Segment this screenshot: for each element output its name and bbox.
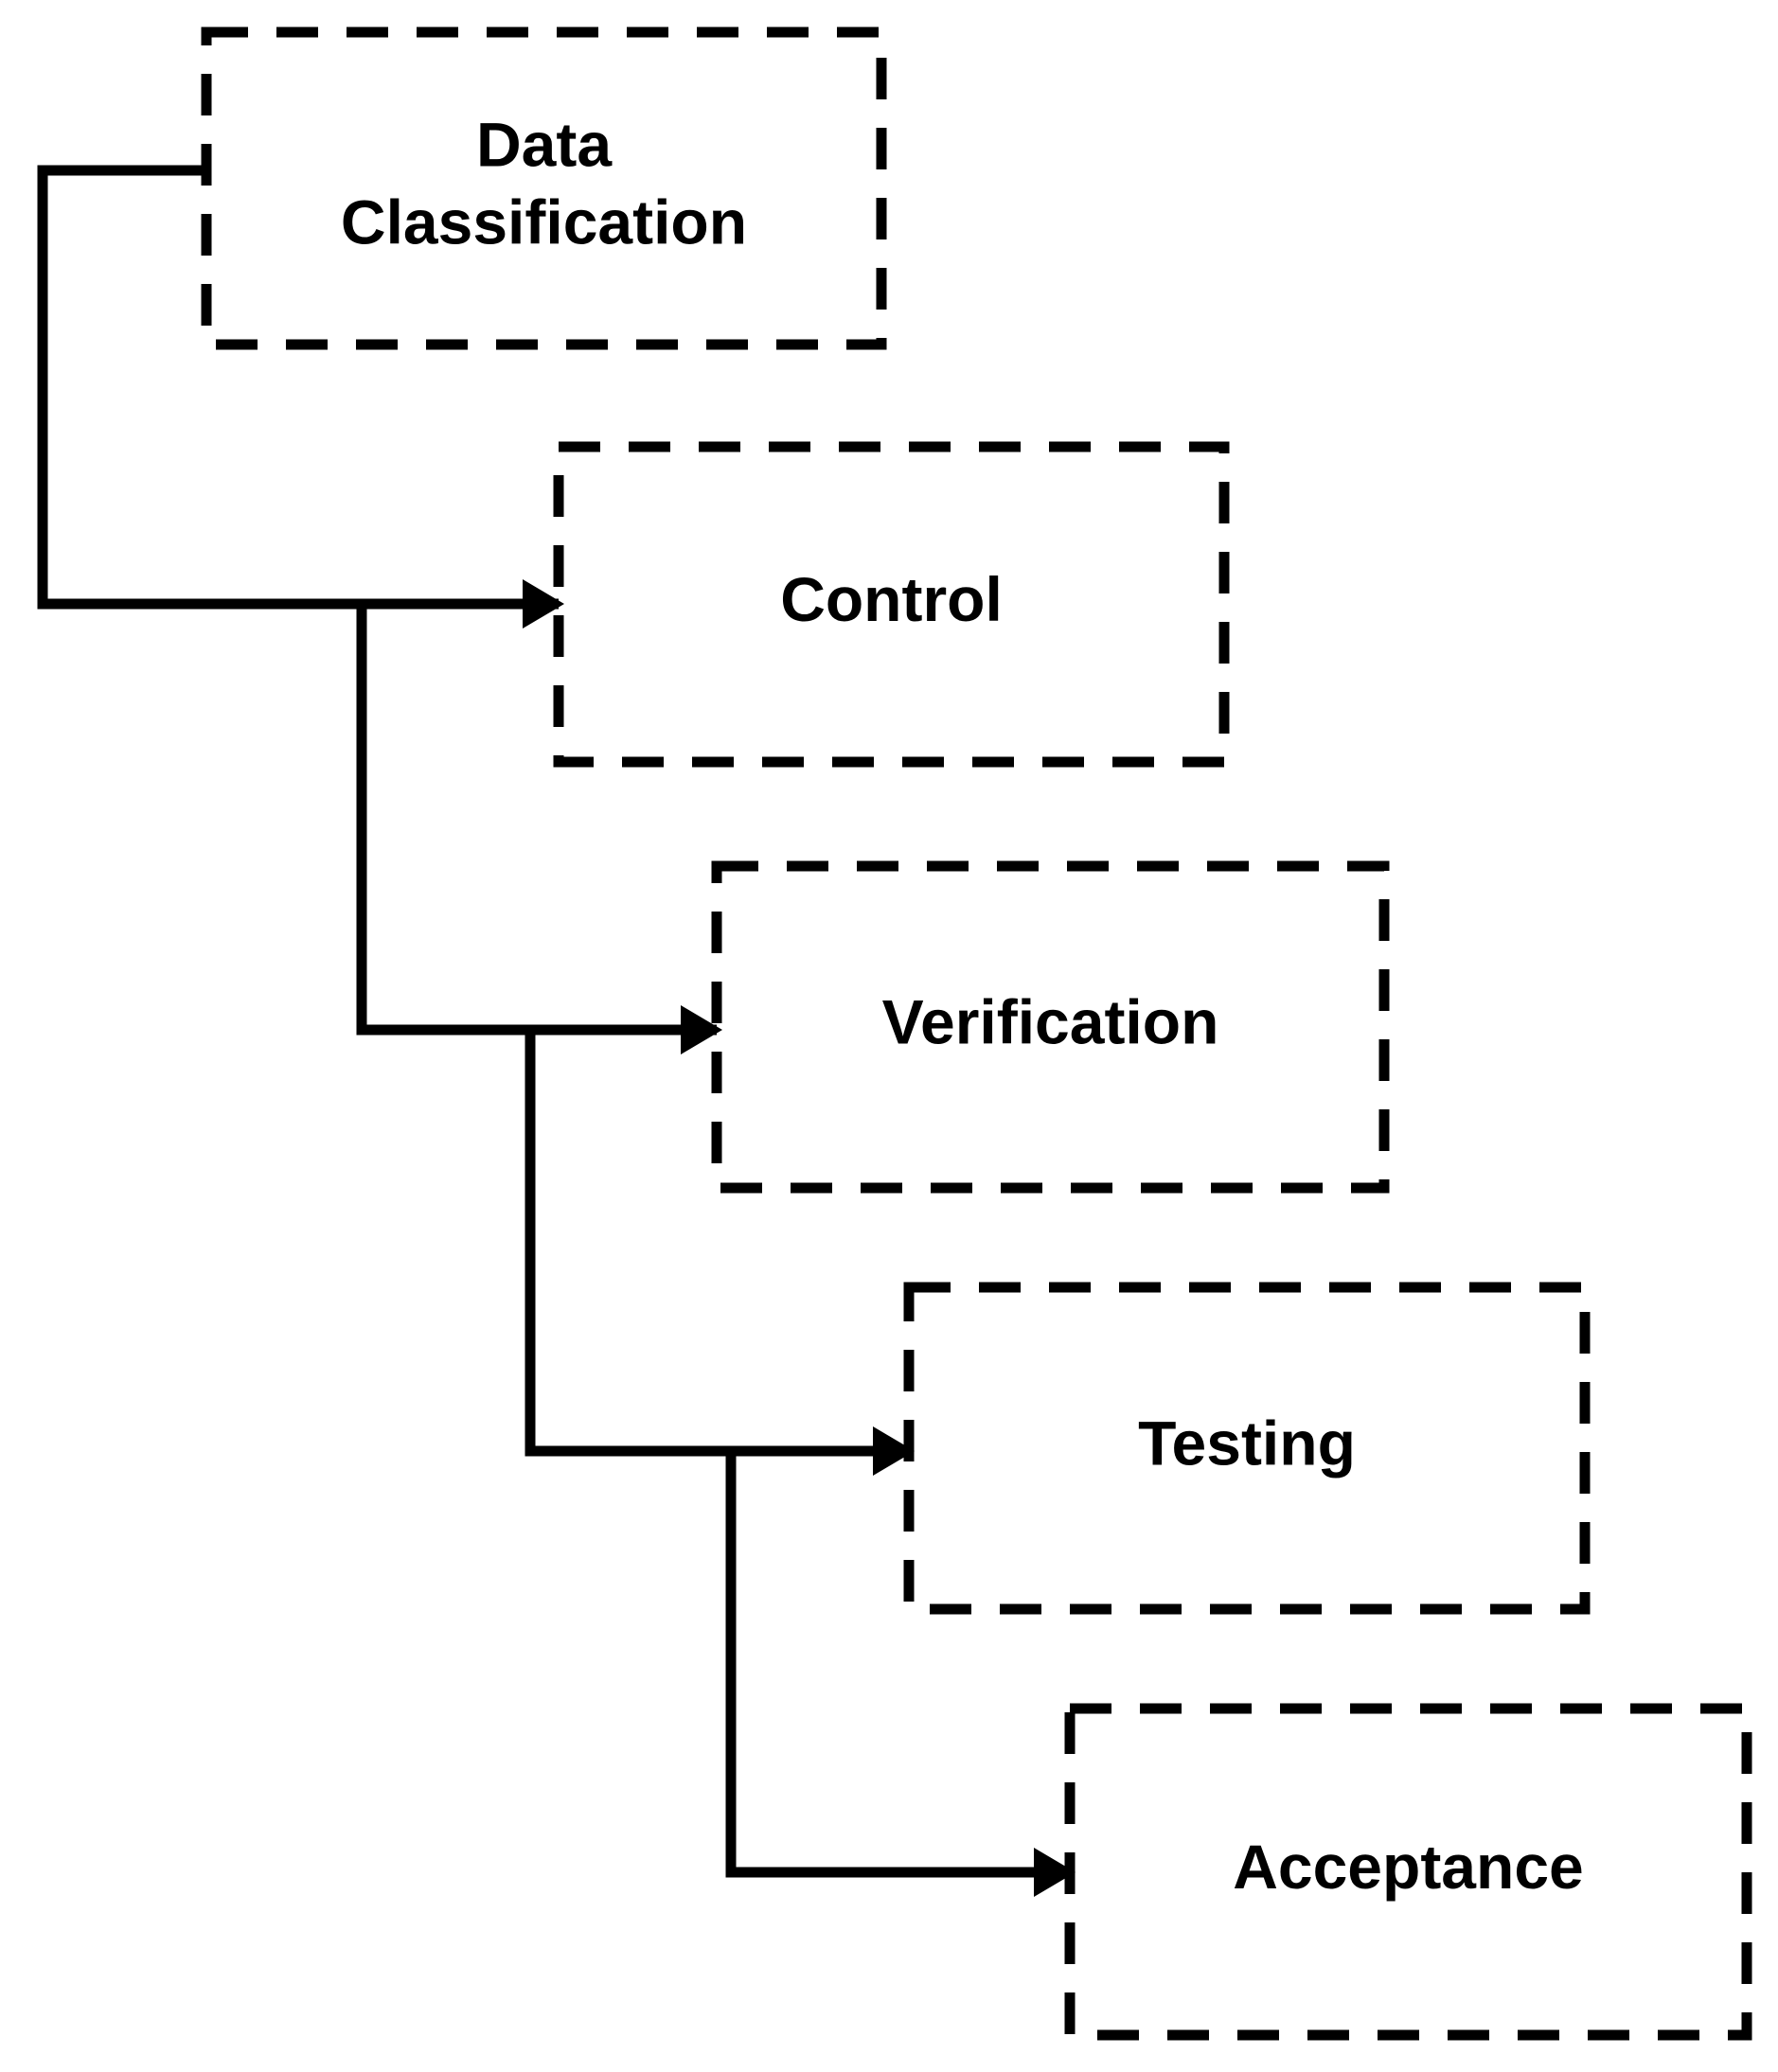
node-acceptance[interactable]: Acceptance	[1064, 1703, 1752, 2041]
node-data-classification-label-line2: Classification	[341, 186, 747, 257]
node-testing-label-line1: Testing	[1138, 1408, 1356, 1478]
arrow-into-testing-icon	[873, 1426, 915, 1476]
node-acceptance-box[interactable]	[1064, 1703, 1752, 2041]
node-testing[interactable]: Testing	[903, 1282, 1591, 1615]
node-control[interactable]: Control	[553, 441, 1230, 768]
connector-group	[37, 165, 1070, 1878]
connector-trunk-to-verification	[356, 604, 717, 1036]
arrow-into-control-icon	[523, 579, 564, 629]
node-data-classification[interactable]: Data Classification	[201, 27, 887, 350]
connector-trunk-to-testing	[525, 1030, 909, 1457]
connector-trunk-to-acceptance	[725, 1451, 1070, 1878]
connector-source-to-trunk	[37, 165, 559, 610]
arrow-into-acceptance-icon	[1034, 1848, 1076, 1897]
node-data-classification-label-line1: Data	[476, 109, 613, 179]
node-acceptance-label-line1: Acceptance	[1233, 1832, 1584, 1902]
node-verification[interactable]: Verification	[711, 860, 1390, 1194]
node-testing-box[interactable]	[903, 1282, 1591, 1615]
arrow-into-verification-icon	[681, 1005, 722, 1054]
node-verification-label-line1: Verification	[882, 986, 1219, 1056]
node-control-label-line1: Control	[780, 564, 1003, 634]
arrowhead-group	[523, 579, 1076, 1897]
